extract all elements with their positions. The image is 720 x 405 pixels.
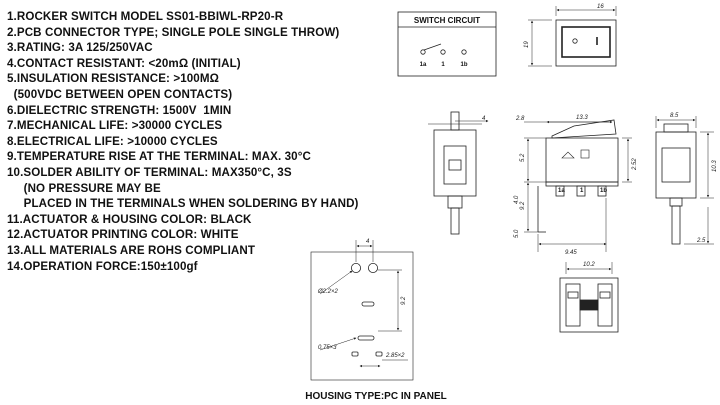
dimension-label: 9.45 [565, 250, 577, 256]
dimension-label: Ø2.2×2 [317, 289, 339, 295]
side-pin-label: 1 [580, 188, 584, 194]
spec-item: 7.MECHANICAL LIFE: >30000 CYCLES [7, 119, 223, 133]
dimension-label: 4 [366, 239, 370, 245]
spec-item: 2.PCB CONNECTOR TYPE; SINGLE POLE SINGLE… [7, 25, 340, 39]
spec-item: (NO PRESSURE MAY BE [7, 181, 161, 195]
dimension-label: 4 [482, 116, 486, 122]
dimension-label: 16 [597, 4, 604, 10]
spec-item: (500VDC BETWEEN OPEN CONTACTS) [7, 87, 233, 101]
left-side-view [428, 111, 489, 235]
dimension-label: 2.8 [515, 116, 525, 122]
side-pin-label: 1b [600, 188, 607, 194]
dimension-label: 9.2 [401, 296, 407, 305]
spec-item: 10.SOLDER ABILITY OF TERMINAL: MAX350°C,… [7, 165, 292, 179]
panel-cutout-view [310, 240, 414, 381]
dimension-label: 19 [524, 41, 530, 48]
circuit-pin-label: 1 [441, 62, 445, 68]
dimension-label: 10.3 [712, 160, 718, 172]
dimension-label: 9.2 [520, 201, 526, 210]
dimension-label: 8.5 [670, 113, 679, 119]
dimension-label: 2.5 [696, 238, 706, 244]
side-view [524, 119, 632, 252]
specification-list: 1.ROCKER SWITCH MODEL SS01-BBIWL-RP20-R 2… [7, 9, 359, 274]
spec-item: 9.TEMPERATURE RISE AT THE TERMINAL: MAX.… [7, 150, 311, 164]
spec-item: 11.ACTUATOR & HOUSING COLOR: BLACK [7, 212, 252, 226]
spec-item: 3.RATING: 3A 125/250VAC [7, 41, 153, 55]
top-view [528, 6, 617, 67]
end-view [655, 116, 714, 245]
dimension-label: 4.0 [514, 195, 520, 204]
spec-item: 8.ELECTRICAL LIFE: >10000 CYCLES [7, 134, 218, 148]
dimension-label: 2.52 [632, 158, 638, 171]
spec-item: 14.OPERATION FORCE:150±100gf [7, 259, 198, 273]
dimension-label: 0.75×3 [318, 345, 337, 351]
spec-item: 1.ROCKER SWITCH MODEL SS01-BBIWL-RP20-R [7, 10, 284, 23]
side-pin-label: 1a [558, 188, 565, 194]
pcb-footprint-view [559, 262, 619, 333]
spec-item: 6.DIELECTRIC STRENGTH: 1500V 1MIN [7, 103, 232, 117]
spec-item: 4.CONTACT RESISTANT: <20mΩ (INITIAL) [7, 56, 241, 70]
circuit-pin-label: 1a [420, 62, 427, 68]
dimension-label: 10.2 [583, 262, 595, 268]
spec-item: 5.INSULATION RESISTANCE: >100MΩ [7, 72, 219, 86]
spec-item: 13.ALL MATERIALS ARE ROHS COMPLIANT [7, 243, 256, 257]
dimension-label: 5.0 [514, 229, 520, 238]
circuit-pin-label: 1b [460, 62, 467, 68]
dimension-label: 2.85×2 [385, 353, 405, 359]
dimension-label: 5.2 [520, 153, 526, 162]
dimension-label: 13.3 [576, 115, 588, 121]
spec-item: PLACED IN THE TERMINALS WHEN SOLDERING B… [7, 197, 359, 211]
spec-item: 12.ACTUATOR PRINTING COLOR: WHITE [7, 228, 239, 242]
circuit-title: SWITCH CIRCUIT [414, 16, 480, 25]
switch-circuit-diagram [397, 11, 497, 77]
housing-type-caption: HOUSING TYPE:PC IN PANEL [305, 391, 447, 402]
